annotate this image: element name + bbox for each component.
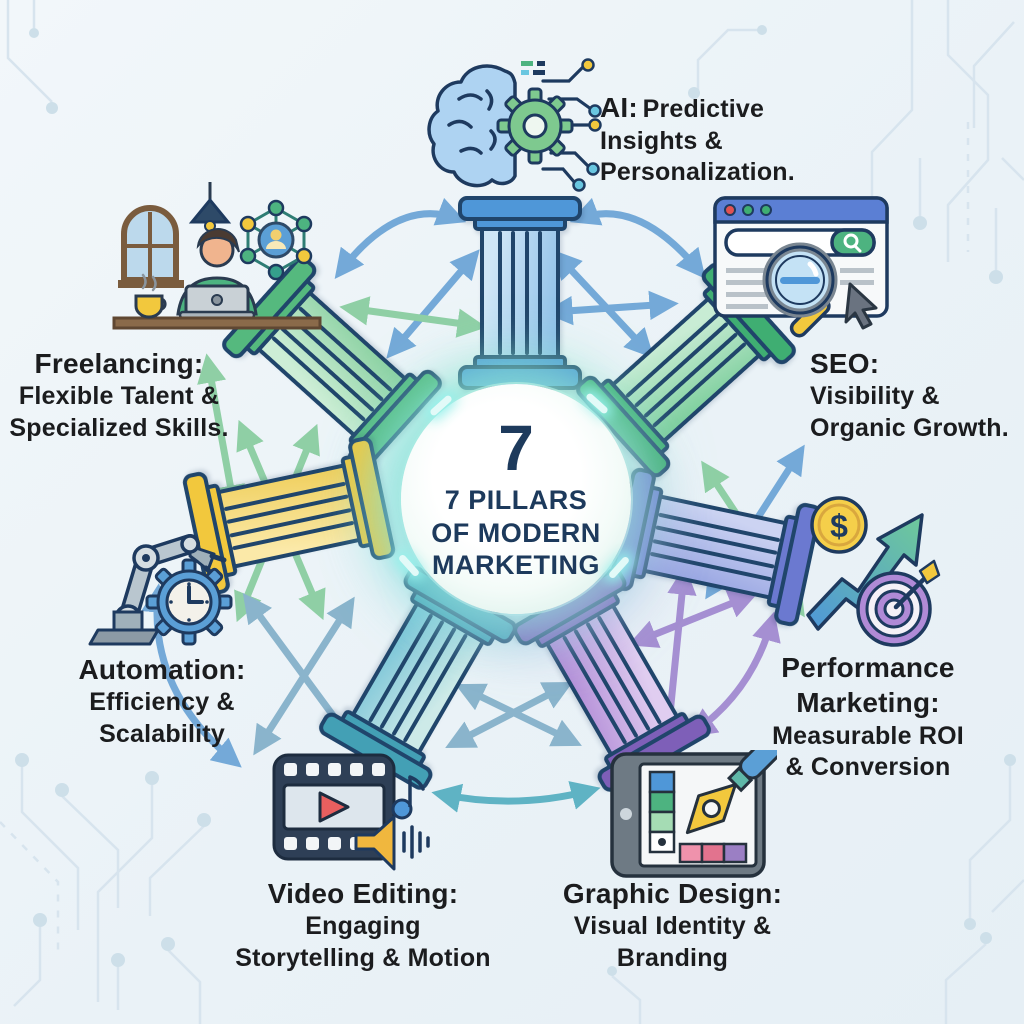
label-line: & Conversion bbox=[785, 753, 951, 782]
label-title: Automation: bbox=[78, 654, 246, 685]
robot-arm-gear-clock-icon bbox=[88, 534, 233, 646]
label-ai: AI: Predictive Insights & Personalizatio… bbox=[600, 90, 795, 189]
big-number: 7 bbox=[498, 412, 534, 485]
connector-arrow bbox=[141, 583, 242, 768]
dollar-coin-growth-arrow-target-icon: $ bbox=[806, 496, 941, 647]
label-title: Performance bbox=[781, 652, 955, 683]
connector-arrow bbox=[431, 781, 601, 813]
center-badge: 7 7 PILLARS OF MODERN MARKETING bbox=[401, 384, 631, 614]
center-title-line: MARKETING bbox=[432, 550, 600, 581]
connector-arrow bbox=[339, 296, 487, 338]
label-line: Organic Growth. bbox=[810, 413, 1009, 442]
label-title: Graphic Design: bbox=[562, 878, 783, 909]
label-line: Visibility & bbox=[810, 382, 940, 411]
label-title: Video Editing: bbox=[267, 878, 459, 909]
label-line: Measurable ROI bbox=[772, 721, 964, 750]
label-line: Branding bbox=[616, 943, 729, 972]
connector-arrow bbox=[334, 197, 467, 280]
label-title: SEO: bbox=[810, 348, 880, 379]
center-title-line: 7 PILLARS bbox=[444, 485, 588, 516]
label-title: Freelancing: bbox=[34, 348, 204, 379]
label-video: Video Editing: Engaging Storytelling & M… bbox=[228, 876, 498, 974]
center-title-line: OF MODERN bbox=[431, 517, 601, 548]
label-line: Insights & bbox=[600, 126, 723, 155]
label-line: Visual Identity & bbox=[573, 912, 772, 941]
label-line: Scalability bbox=[99, 719, 225, 748]
label-title: Marketing: bbox=[796, 687, 940, 719]
label-seo: SEO: Visibility & Organic Growth. bbox=[810, 346, 1009, 444]
label-title: AI: bbox=[600, 92, 638, 123]
label-line: Engaging bbox=[305, 912, 421, 941]
connector-arrow bbox=[543, 290, 679, 326]
label-line: AI: Predictive bbox=[600, 92, 765, 123]
svg-text:$: $ bbox=[830, 508, 848, 544]
filmstrip-play-music-note-speaker-icon bbox=[272, 753, 430, 871]
person-at-desk-network-icon bbox=[112, 182, 322, 330]
label-automation: Automation: Efficiency & Scalability bbox=[62, 652, 262, 750]
tablet-pen-tool-color-swatches-icon bbox=[610, 750, 777, 878]
brain-gear-circuit-icon bbox=[427, 58, 602, 192]
connector-arrow bbox=[569, 197, 706, 279]
label-line: Flexible Talent & bbox=[18, 382, 220, 411]
label-graphic: Graphic Design: Visual Identity & Brandi… bbox=[540, 876, 805, 974]
connector-arrow bbox=[197, 353, 245, 515]
label-line: Personalization. bbox=[600, 158, 795, 186]
label-freelancing: Freelancing: Flexible Talent & Specializ… bbox=[0, 346, 238, 444]
browser-magnifier-cursor-icon bbox=[713, 196, 889, 338]
pillar-ai bbox=[458, 196, 582, 390]
connector-arrow bbox=[445, 681, 573, 749]
label-line: Storytelling & Motion bbox=[235, 943, 491, 972]
connector-arrow bbox=[253, 596, 355, 756]
label-performance: Performance Marketing: Measurable ROI & … bbox=[758, 650, 978, 784]
label-line: Specialized Skills. bbox=[9, 413, 229, 442]
label-line: Efficiency & bbox=[89, 688, 235, 717]
